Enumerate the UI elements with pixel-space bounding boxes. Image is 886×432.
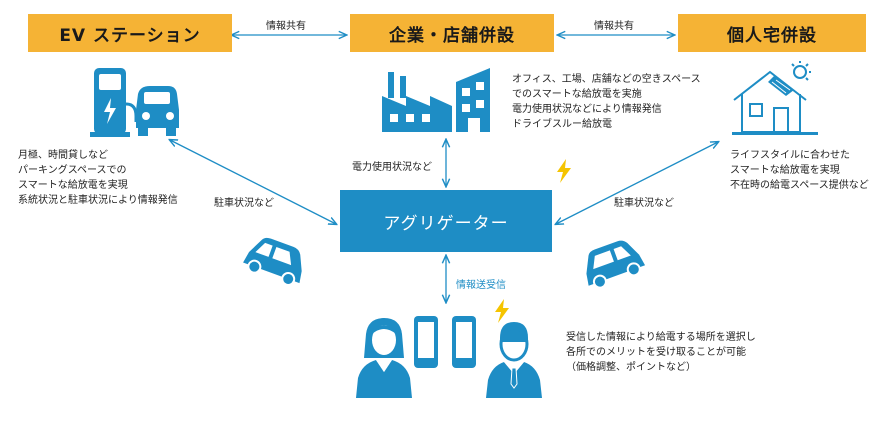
share-label-left: 情報共有 [266, 21, 306, 32]
ev-charger-icon [90, 68, 179, 137]
corp-description: オフィス、工場、店舗などの空きスペースでのスマートな給放電を実施 電力使用状況な… [512, 74, 701, 130]
home-description: ライフスタイルに合わせたスマートな給放電を実現 不在時の給電スペース提供など [730, 150, 869, 191]
smartphone-icon [414, 316, 476, 368]
ev-station-box: EV ステーション [28, 14, 232, 52]
share-label-right: 情報共有 [594, 21, 634, 32]
power-usage-label: 電力使用状況など [352, 162, 432, 173]
send-receive-label: 情報送受信 [456, 280, 506, 291]
lightning-icon [495, 299, 509, 323]
user-description: 受信した情報により給電する場所を選択し各所でのメリットを受け取ることが可能 （価… [566, 332, 756, 373]
arrow-ev-agg [170, 140, 336, 224]
arrow-home-agg [556, 142, 718, 224]
parking-label-left: 駐車状況など [214, 198, 274, 209]
house-solar-icon [732, 61, 818, 135]
ev-description: 月極、時間貸しなどパーキングスペースでの スマートな給放電を実現系統状況と駐車状… [18, 150, 178, 206]
lightning-icon [557, 159, 571, 183]
home-box: 個人宅併設 [678, 14, 866, 52]
car-icon [243, 237, 302, 286]
factory-icon [382, 68, 490, 132]
car-icon [586, 240, 646, 289]
parking-label-right: 駐車状況など [614, 198, 674, 209]
corporate-store-box: 企業・店舗併設 [350, 14, 554, 52]
person-man-icon [486, 322, 542, 398]
aggregator-box: アグリゲーター [340, 190, 552, 252]
person-woman-icon [356, 318, 412, 398]
